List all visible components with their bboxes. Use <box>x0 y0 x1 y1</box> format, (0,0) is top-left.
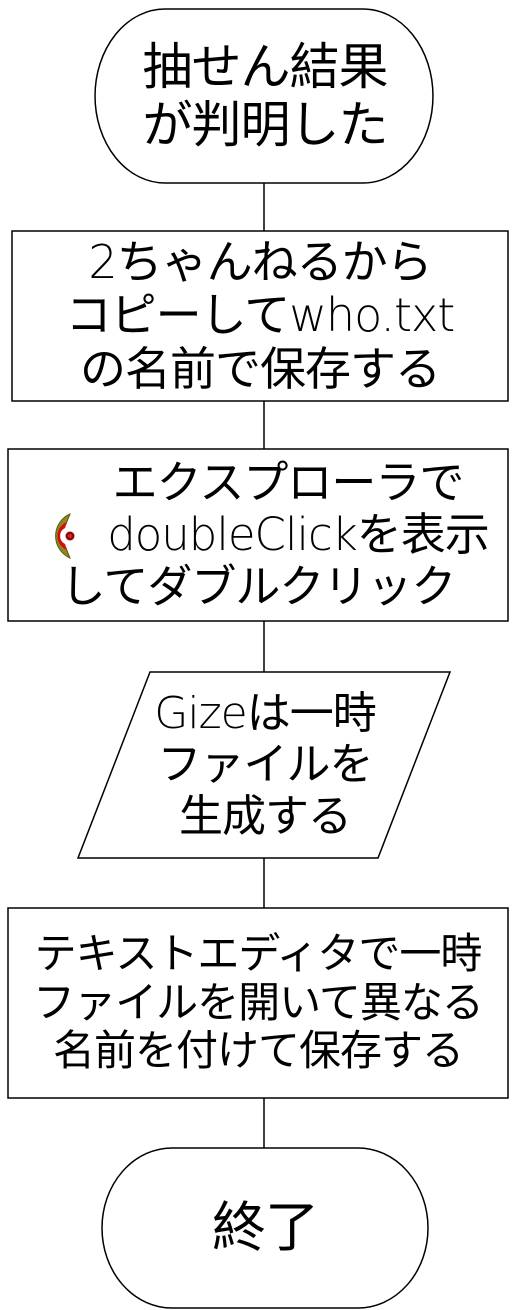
step3-data-parallelogram <box>76 671 452 859</box>
step1-line-1: 2ちゃんねるから <box>88 234 432 289</box>
start-terminator-shape <box>94 8 434 184</box>
step3-data: Gizeは一時 ファイルを 生成する <box>100 672 430 858</box>
step2-line-2: doubleClickを表示 <box>107 507 490 561</box>
step2-line-3: してダブルクリック <box>60 560 457 614</box>
step1-line-2: コピーしてwho.txt <box>65 288 456 343</box>
step2-line-1: エクスプローラで <box>112 455 465 509</box>
step1-process-box <box>11 230 509 402</box>
doubleclick-app-icon <box>36 510 88 562</box>
end-terminator-shape <box>101 1147 429 1309</box>
step3-line-1: Gizeは一時 <box>154 688 377 740</box>
step1-line-3: の名前で保存する <box>80 341 441 396</box>
step4-process-box <box>7 907 509 1099</box>
step2-process-box <box>7 448 509 622</box>
step4-line-1: テキストエディタで一時 <box>34 928 483 978</box>
start-terminator: 抽せん結果 が判明した <box>95 9 435 183</box>
step2-process: エクスプローラで doubleClickを表示 してダブルクリック <box>8 449 508 621</box>
step4-line-2: ファイルを開いて異なる <box>33 977 484 1027</box>
start-line-2: が判明した <box>142 96 389 154</box>
end-terminator: 終了 <box>102 1148 428 1308</box>
step1-process: 2ちゃんねるから コピーしてwho.txt の名前で保存する <box>12 231 508 401</box>
step4-line-3: 名前を付けて保存する <box>52 1026 464 1076</box>
step3-line-2: ファイルを <box>157 739 374 791</box>
end-line-1: 終了 <box>212 1195 319 1259</box>
step4-process: テキストエディタで一時 ファイルを開いて異なる 名前を付けて保存する <box>8 908 508 1098</box>
start-line-1: 抽せん結果 <box>142 38 389 96</box>
step3-line-3: 生成する <box>179 790 352 842</box>
